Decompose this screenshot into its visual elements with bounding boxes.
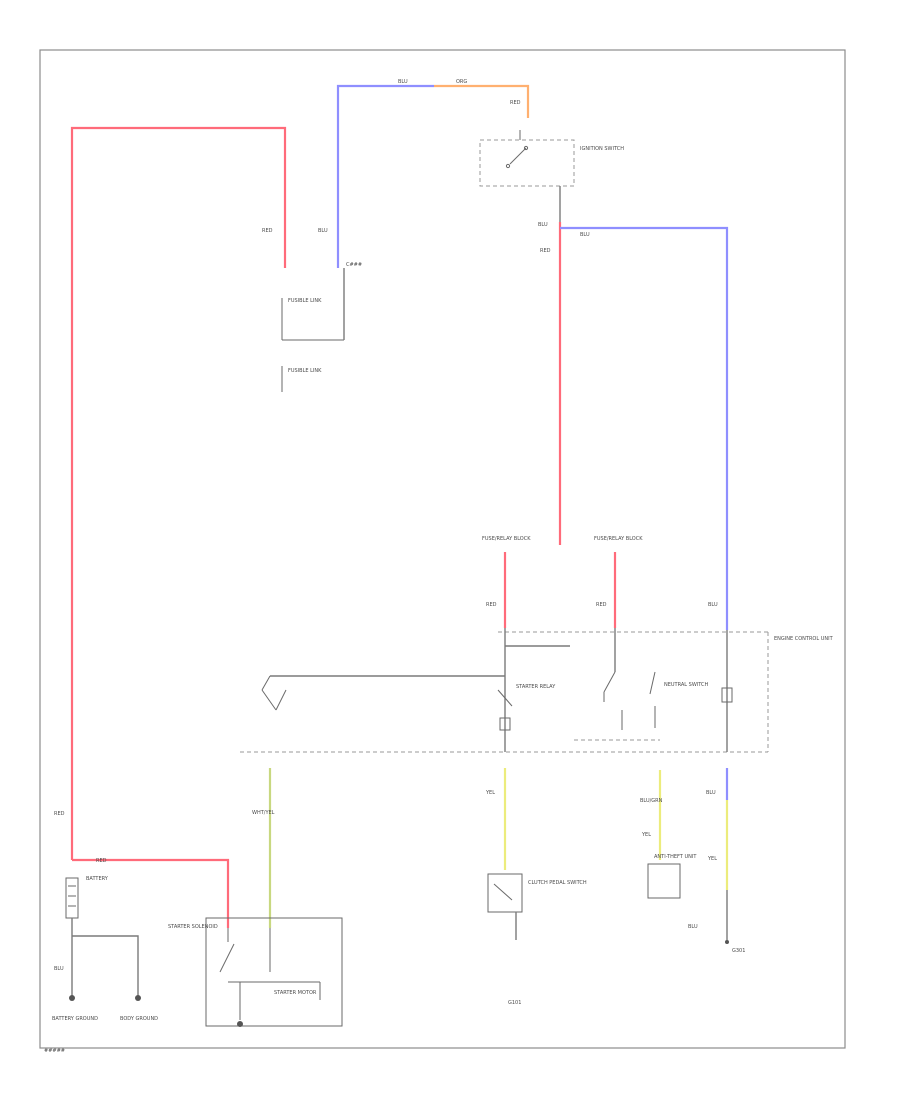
wire-label-red-6: RED: [596, 602, 607, 608]
starter-relay: STARTER RELAY: [261, 628, 570, 752]
starter-motor: STARTER SOLENOID STARTER MOTOR: [168, 917, 343, 1027]
fuse-block-a-label: FUSE/RELAY BLOCK: [482, 536, 531, 542]
wire-label-blu-bottom: BLU: [706, 790, 716, 796]
clutch-switch-label: CLUTCH PEDAL SWITCH: [528, 880, 587, 886]
starter-relay-label: STARTER RELAY: [516, 684, 556, 690]
wire-label-red-3: RED: [510, 100, 521, 106]
battery-label: BATTERY: [86, 876, 109, 882]
ecu-feed-wire: [560, 226, 729, 630]
ignition-switch: IGNITION SWITCH: [479, 130, 624, 187]
wire-label-blu-gnd: BLU: [688, 924, 698, 930]
connector-label-top: C###: [346, 262, 362, 268]
ignition-feed-wire-orange: [434, 84, 530, 118]
body-ground-label: BODY GROUND: [120, 1016, 158, 1022]
battery-ground-symbol: [69, 995, 75, 1001]
wire-label-red-4: RED: [540, 248, 551, 254]
wire-label-red-2: RED: [54, 811, 65, 817]
engine-control-unit-label: ENGINE CONTROL UNIT: [774, 636, 834, 642]
footer-label: #####: [44, 1048, 65, 1054]
wire-label-red-1: RED: [262, 228, 273, 234]
wire-label-wht-yel: WHT/YEL: [252, 810, 275, 816]
wire-label-blu-4: BLU: [580, 232, 590, 238]
neutral-switch-label: NEUTRAL SWITCH: [664, 682, 709, 688]
body-ground-symbol: [135, 995, 141, 1001]
wire-label-blu-left: BLU: [318, 228, 328, 234]
fusible-link-1-label: FUSIBLE LINK: [288, 298, 322, 304]
fusible-link-group: FUSIBLE LINK FUSIBLE LINK: [281, 298, 344, 392]
wire-label-blu-grn: BLU/GRN: [640, 798, 663, 804]
wire-label-yel-1: YEL: [485, 790, 495, 796]
diagram-frame: [39, 49, 846, 1049]
interlock-relay: NEUTRAL SWITCH: [603, 628, 709, 730]
ground-g1-label: G101: [508, 1000, 521, 1006]
ignition-switch-label: IGNITION SWITCH: [580, 146, 624, 152]
clutch-pedal-switch: CLUTCH PEDAL SWITCH G101: [487, 873, 587, 1006]
battery-positive-wire: [70, 126, 287, 860]
ground-g2-label: G301: [732, 948, 745, 954]
ignition-feed-wire: [336, 84, 434, 268]
wire-label-blu-top: BLU: [398, 79, 408, 85]
fusible-link-2-label: FUSIBLE LINK: [288, 368, 322, 374]
wire-label-blu-right: BLU: [538, 222, 548, 228]
wire-label-red-7: RED: [96, 858, 107, 864]
starter-ground-symbol: [237, 1021, 243, 1027]
anti-theft-unit: ANTI-THEFT UNIT: [647, 854, 697, 899]
anti-theft-label: ANTI-THEFT UNIT: [654, 854, 697, 860]
wire-label-yel-2: YEL: [641, 832, 651, 838]
battery: BATTERY RED BLU BATTERY GROUND BODY GROU…: [52, 858, 230, 1022]
wire-label-blu-5: BLU: [708, 602, 718, 608]
wire-label-yel-3: YEL: [707, 856, 717, 862]
engine-control-unit: ENGINE CONTROL UNIT: [240, 631, 834, 753]
starter-motor-label: STARTER MOTOR: [274, 990, 317, 996]
ecu-ground-symbol: [725, 940, 729, 944]
fuse-block-b-label: FUSE/RELAY BLOCK: [594, 536, 643, 542]
wire-label-blu-bat: BLU: [54, 966, 64, 972]
battery-ground-label: BATTERY GROUND: [52, 1016, 98, 1022]
wire-label-red-5: RED: [486, 602, 497, 608]
starter-solenoid-label: STARTER SOLENOID: [168, 924, 218, 930]
wire-label-org-top: ORG: [456, 79, 467, 85]
